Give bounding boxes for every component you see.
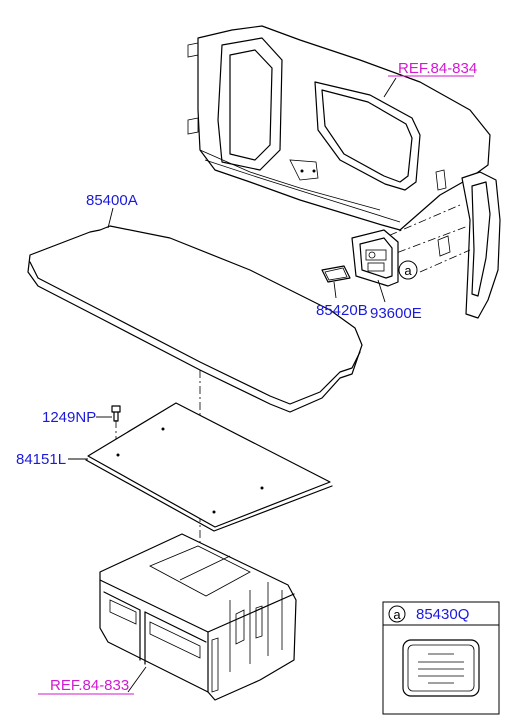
ref-upper: REF.84-834	[398, 60, 477, 77]
caution-label-icon	[402, 639, 480, 697]
ref-lower: REF.84-833	[50, 677, 129, 694]
label-85420B: 85420B	[316, 302, 368, 319]
bolt	[111, 405, 121, 422]
label-93600E: 93600E	[370, 305, 422, 322]
label-1249NP: 1249NP	[42, 409, 96, 426]
cover-plate	[321, 265, 351, 283]
luggage-board	[27, 225, 363, 413]
callout-a: a	[398, 260, 418, 280]
floor-mat	[85, 402, 333, 532]
label-84151L: 84151L	[16, 451, 66, 468]
label-legend-box: a 85430Q	[382, 601, 500, 715]
storage-box	[99, 533, 297, 701]
legend-callout-letter: a	[393, 607, 401, 622]
label-85400A: 85400A	[86, 192, 138, 209]
callout-a-letter: a	[404, 263, 412, 278]
side-trim-panel	[187, 25, 501, 319]
label-85430Q: 85430Q	[416, 606, 469, 623]
switch-panel-assembly	[351, 229, 399, 287]
